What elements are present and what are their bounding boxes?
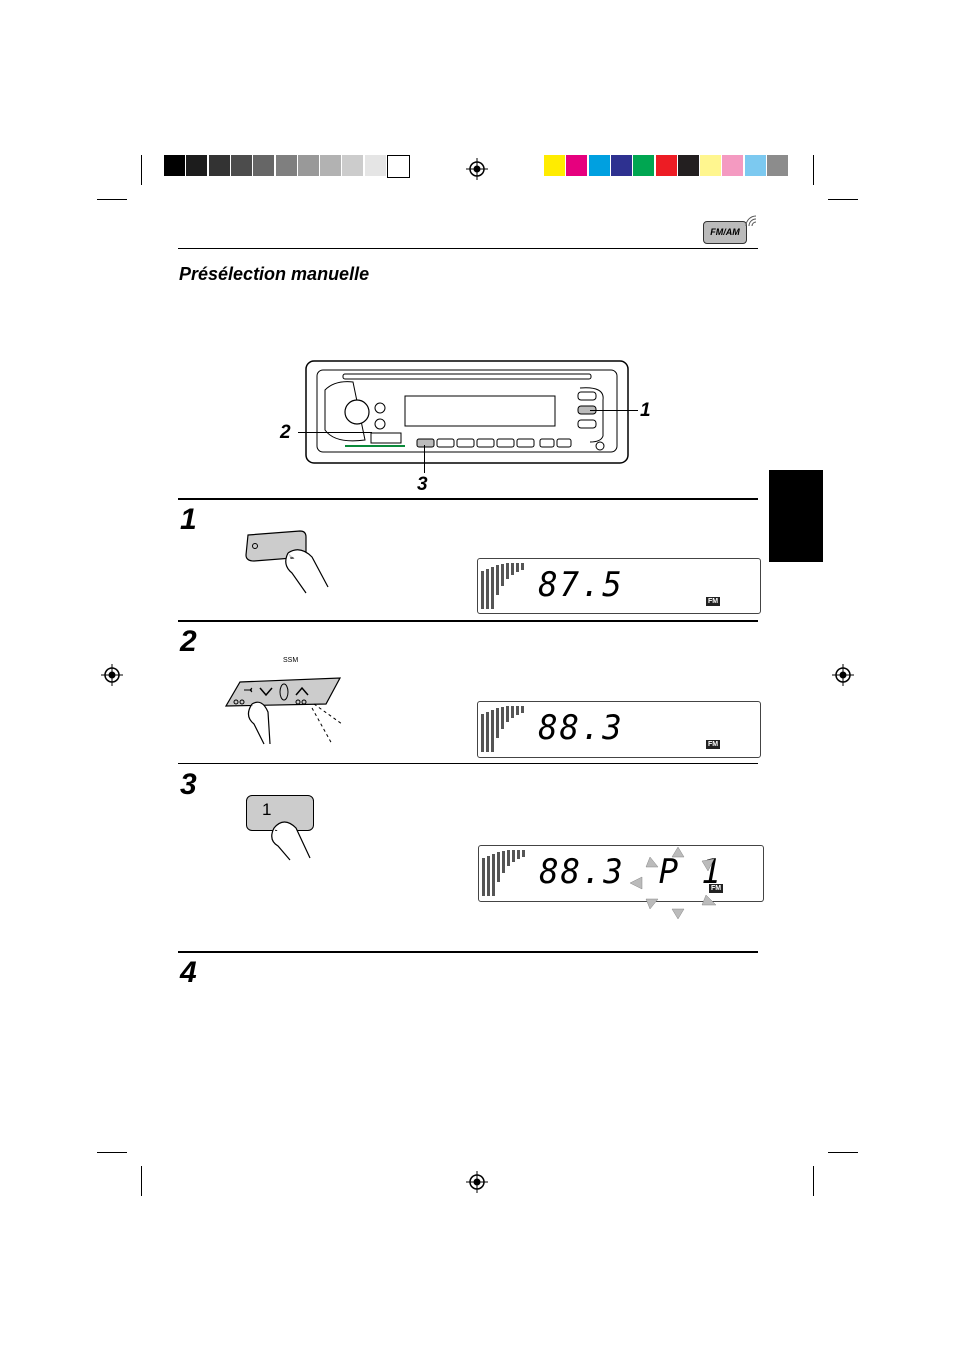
step-rule-4 [178,951,758,953]
callout-label-1: 1 [640,400,651,421]
band-indicator: FM [706,740,721,749]
callout-label-2: 2 [280,422,291,443]
registration-mark-left [101,664,123,686]
lcd-display-step-1: 87.5 FM [477,558,761,614]
signal-bars-icon [481,706,524,752]
signal-waves-icon [745,215,757,227]
callout-line-2 [298,432,372,433]
step-number-1: 1 [180,503,197,536]
color-swatch [655,155,677,176]
frequency-readout: 88.3 [538,708,624,748]
language-tab [769,470,823,562]
step-rule-1 [178,498,758,500]
step-number-2: 2 [180,625,197,658]
gray-swatch [387,155,410,178]
ssm-label: SSM [283,657,299,664]
fm-am-icon: FM/AM [703,221,747,244]
car-stereo-front-panel [305,360,629,464]
gray-swatch [275,155,297,176]
gray-swatch [164,155,185,176]
signal-bars-icon [482,850,525,896]
section-title: Présélection manuelle [179,264,370,284]
frequency-readout: 87.5 [538,565,624,605]
gray-swatch [342,155,364,176]
gray-swatch [364,155,386,176]
step-rule-2 [178,620,758,622]
gray-swatch [208,155,230,176]
step-number-4: 4 [180,956,197,989]
gray-swatch [230,155,252,176]
callout-line-3 [424,445,425,473]
color-swatch [677,155,699,176]
finger-press-icon [271,821,311,861]
color-swatch [566,155,588,176]
registration-mark-bottom [466,1171,488,1193]
crop-mark [97,199,127,200]
signal-bars-icon [481,563,524,609]
band-button-press-illustration[interactable] [240,525,340,595]
header-rule [178,248,758,249]
color-swatch [544,155,565,176]
frequency-readout: 88.3 [539,852,625,892]
color-swatch [767,155,788,176]
step-number-3: 3 [180,768,197,801]
step-rule-3 [178,763,758,764]
crop-mark [813,1166,814,1196]
color-swatch [610,155,632,176]
callout-line-1 [590,410,638,411]
lcd-display-step-2: 88.3 FM [477,701,761,758]
registration-mark-top [466,158,488,180]
callout-label-3: 3 [417,474,428,495]
gray-swatch [253,155,275,176]
gray-swatch [297,155,319,176]
crop-mark [813,155,814,185]
color-swatch [700,155,722,176]
crop-mark [141,155,142,185]
color-swatch [722,155,744,176]
lcd-display-step-3: 88.3 P 1 FM [478,845,764,902]
gray-swatch [320,155,342,176]
flashing-indicator-icon [629,847,717,919]
color-swatch [744,155,766,176]
band-indicator: FM [709,884,724,893]
crop-mark [141,1166,142,1196]
crop-mark [97,1152,127,1153]
registration-mark-right [832,664,854,686]
preset-button-label: 1 [262,800,272,819]
band-indicator: FM [706,597,721,606]
tuning-buttons-press-illustration[interactable] [222,668,362,748]
crop-mark [828,199,858,200]
color-swatch [588,155,610,176]
crop-mark [828,1152,858,1153]
color-swatch [633,155,655,176]
gray-swatch [186,155,208,176]
